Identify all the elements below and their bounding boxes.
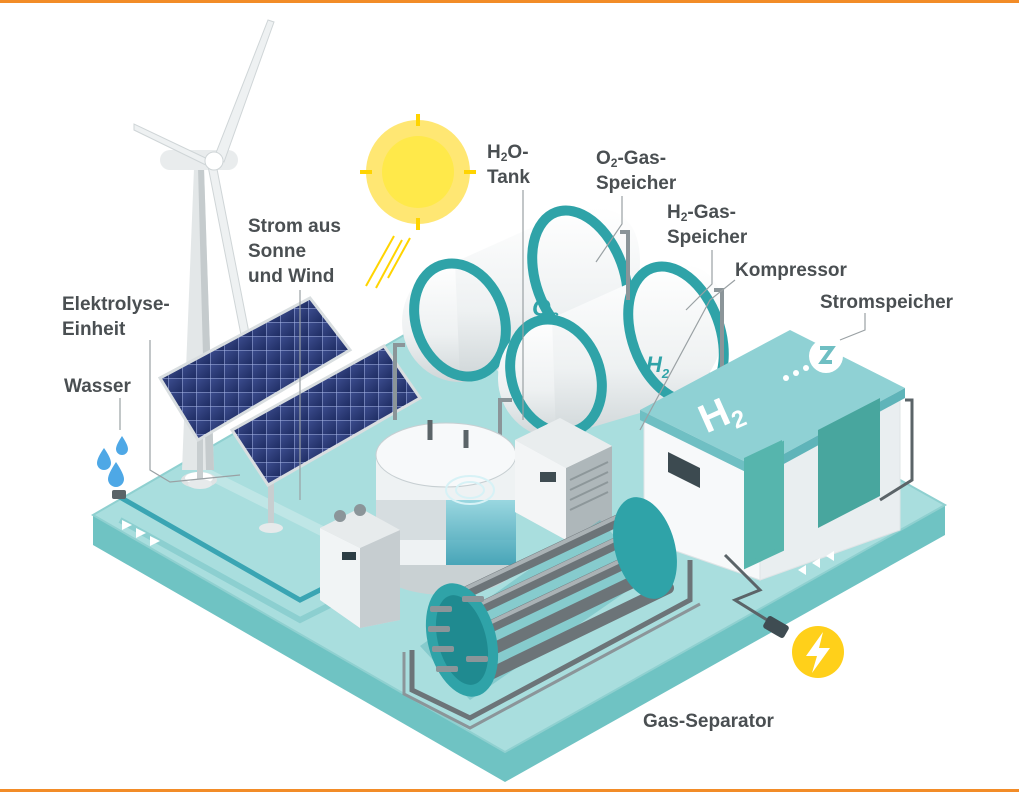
cables bbox=[723, 398, 914, 630]
h2-tank-marking: H2 bbox=[646, 352, 670, 381]
top-rule bbox=[0, 0, 1019, 3]
sun-icon bbox=[360, 114, 476, 289]
water-tank bbox=[375, 420, 517, 595]
solar-panels bbox=[157, 296, 423, 533]
water-drops-icon bbox=[97, 436, 128, 487]
label-h2-storage: H2-Gas- Speicher bbox=[667, 202, 748, 248]
electrolysis-unit bbox=[320, 504, 400, 628]
label-battery-storage: Stromspeicher bbox=[820, 292, 954, 313]
label-water: Wasser bbox=[64, 376, 131, 397]
bottom-rule bbox=[0, 789, 1019, 792]
power-plug-icon bbox=[763, 616, 789, 638]
power-bolt-icon bbox=[792, 626, 844, 678]
label-gas-separator: Gas-Separator bbox=[643, 711, 774, 732]
label-electrolysis: Elektrolyse- Einheit bbox=[62, 294, 170, 340]
label-o2-storage: O2-Gas- Speicher bbox=[596, 148, 677, 194]
battery-container: H2 bbox=[640, 330, 905, 581]
label-renewables: Strom aus Sonne und Wind bbox=[248, 216, 341, 287]
gas-separator bbox=[402, 497, 701, 730]
label-h2o-tank: H2O- Tank bbox=[487, 142, 530, 188]
flow-arrows bbox=[798, 551, 834, 575]
leader-lines bbox=[119, 190, 866, 500]
compressor bbox=[515, 418, 612, 540]
label-compressor: Kompressor bbox=[735, 260, 847, 281]
